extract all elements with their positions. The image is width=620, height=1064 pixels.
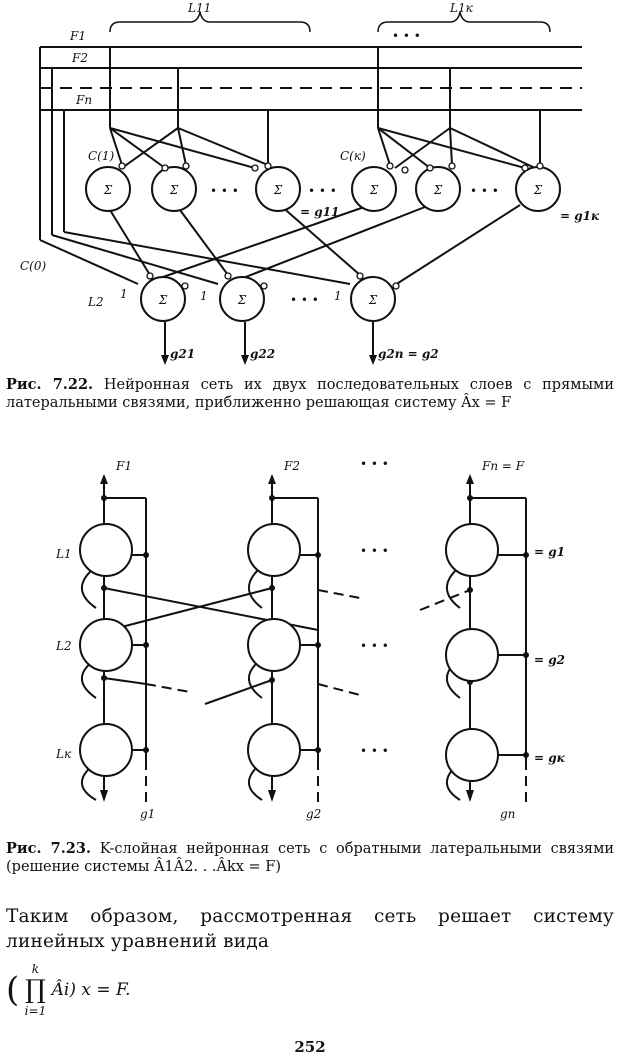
dots-row3: • • • (360, 744, 389, 758)
page-number: 252 (294, 1038, 326, 1056)
label-gn: gn (500, 807, 515, 821)
sigma-9: Σ (368, 293, 378, 307)
label-eg2: = g2 (534, 653, 565, 667)
sigma-6: Σ (533, 183, 543, 197)
dots-3: • • • (470, 184, 499, 198)
product-symbol: ∏ (25, 975, 46, 1005)
figure-7-22-network-diagram: F1 F2 Fn L11 L1к C(1) C(к) C(0) L2 = g11… (20, 1, 600, 365)
sigma-2: Σ (169, 183, 179, 197)
label-f1: F1 (69, 29, 86, 43)
label-g2n: g2n = g2 (378, 347, 439, 361)
label-egk: = gк (534, 751, 566, 765)
dots-top-b: • • • (360, 457, 389, 471)
label-g1: g1 (140, 807, 155, 821)
sigma-1: Σ (103, 183, 113, 197)
caption-label-722: Рис. 7.22. (6, 376, 94, 393)
product-expression: Âi) x = F. (51, 980, 131, 1000)
label-g2: g2 (306, 807, 321, 821)
body-paragraph: Таким образом, рассмотренная сеть решает… (6, 906, 614, 952)
sigma-5: Σ (433, 183, 443, 197)
figure-7-22-caption: Рис. 7.22. Нейронная сеть их двух послед… (6, 376, 614, 412)
label-g21: g21 (170, 347, 195, 361)
product-formula: ( k ∏ i=1 Âi) x = F. (6, 962, 131, 1018)
dots-2: • • • (308, 184, 337, 198)
figure-7-23-network-diagram: F1 F2 Fn = F L1 L2 Lк = g1 = g2 = gк g1 … (55, 457, 566, 821)
label-f2-b: F2 (283, 459, 300, 473)
caption-text-723: K-слойная нейронная сеть с обратными лат… (6, 841, 615, 875)
label-one-3: 1 (334, 289, 342, 303)
dots-top: • • • (392, 29, 421, 43)
label-l1: L1 (55, 547, 72, 561)
label-fn-b: Fn = F (481, 459, 525, 473)
dots-row2: • • • (360, 639, 389, 653)
product-upper-limit: k (31, 962, 40, 976)
label-f1-b: F1 (115, 459, 132, 473)
caption-text-722: Нейронная сеть их двух последовательных … (6, 377, 614, 411)
label-one-1: 1 (120, 287, 128, 301)
figure-7-23-caption: Рис. 7.23. K-слойная нейронная сеть с об… (6, 840, 614, 876)
label-one-2: 1 (200, 289, 208, 303)
product-operator: k ∏ i=1 (25, 962, 47, 1018)
label-g22: g22 (250, 347, 275, 361)
label-f2: F2 (71, 51, 88, 65)
label-g1k: = g1к (560, 209, 600, 223)
label-l1k: L1к (449, 1, 474, 15)
label-c1: C(1) (88, 149, 114, 163)
dots-row1: • • • (360, 544, 389, 558)
dots-4: • • • (290, 293, 319, 307)
sigma-4: Σ (369, 183, 379, 197)
label-l2: L2 (87, 295, 104, 309)
sigma-8: Σ (237, 293, 247, 307)
label-ck: C(к) (340, 149, 366, 163)
label-l11: L11 (187, 1, 211, 15)
sigma-3: Σ (273, 183, 283, 197)
caption-label-723: Рис. 7.23. (6, 840, 92, 857)
dots-1: • • • (210, 184, 239, 198)
label-l2-b: L2 (55, 639, 72, 653)
label-g11: = g11 (300, 205, 339, 219)
label-fn: Fn (75, 93, 92, 107)
label-lk: Lк (55, 747, 72, 761)
label-eg1: = g1 (534, 545, 565, 559)
label-c0: C(0) (20, 259, 46, 273)
product-lower-limit: i=1 (24, 1004, 47, 1018)
sigma-7: Σ (158, 293, 168, 307)
